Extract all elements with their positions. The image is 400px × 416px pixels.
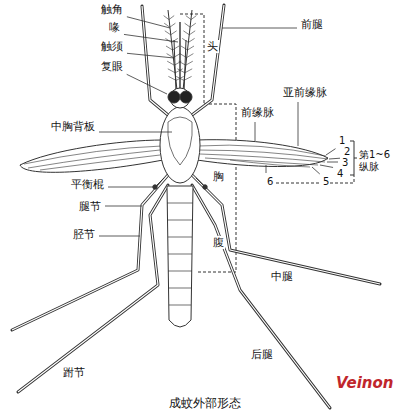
haltere	[156, 178, 164, 186]
wing-vein	[24, 146, 162, 170]
part-label: 喙	[108, 21, 121, 34]
antenna-hair	[168, 76, 183, 80]
callout-number: 6	[266, 176, 274, 188]
leg-inner	[142, 6, 168, 115]
leader-line	[298, 102, 299, 146]
region-label: 头	[206, 40, 219, 53]
antenna-hair	[176, 76, 191, 80]
leg-inner	[192, 175, 380, 284]
antenna-hairs	[164, 16, 197, 81]
leader-line	[255, 122, 256, 141]
antenna-hair	[168, 69, 183, 73]
part-label: 亚前缘脉	[282, 86, 328, 99]
antenna-hair	[164, 16, 175, 20]
part-label: 胫节	[72, 228, 96, 241]
leader-line	[105, 206, 142, 207]
abdomen-segment	[167, 203, 193, 305]
part-label: 平衡棍	[70, 178, 105, 191]
leader-line	[266, 165, 267, 173]
leader-line	[222, 28, 297, 29]
antenna-hair	[177, 69, 192, 73]
leader-line	[327, 162, 338, 163]
leader-line	[320, 165, 333, 167]
haltere-knob	[203, 185, 207, 189]
leader-line	[127, 17, 170, 28]
antenna-hair	[182, 38, 194, 42]
antenna-hair	[180, 54, 194, 58]
leader-line	[127, 53, 174, 58]
part-label: 后腿	[250, 348, 274, 361]
wing-vein	[198, 145, 328, 167]
leg-inner	[192, 5, 224, 115]
vein-group-label: 第1~6 纵脉	[358, 149, 392, 173]
part-label: 中胸背板	[50, 120, 96, 133]
part-label: 触须	[100, 40, 124, 53]
leader-line	[99, 132, 172, 133]
leg-inner	[12, 175, 168, 330]
hind-leg	[18, 185, 168, 392]
wing	[20, 140, 163, 172]
middle-leg	[12, 175, 168, 330]
antenna-hair	[186, 16, 197, 20]
compound-eye	[168, 91, 180, 103]
watermark: Veinon	[335, 375, 395, 392]
wing	[197, 140, 328, 167]
region-label: 腹	[212, 236, 225, 249]
haltere	[196, 178, 204, 186]
leader-line	[326, 149, 336, 155]
leader-line	[127, 74, 167, 94]
antenna-hair	[167, 54, 181, 58]
callout-number: 5	[322, 176, 330, 188]
antenna-hair	[183, 31, 195, 35]
part-label: 腿节	[78, 200, 102, 213]
leader-line	[99, 236, 140, 237]
compound-eye	[180, 91, 192, 103]
mesonotum	[168, 117, 193, 165]
part-label: 触角	[100, 3, 124, 16]
hind-leg	[192, 185, 330, 408]
antenna-hair	[181, 46, 194, 50]
region-label: 胸	[212, 170, 225, 183]
leader-line	[312, 167, 320, 174]
thorax	[160, 107, 200, 183]
callout-number: 4	[336, 168, 344, 180]
front-leg	[192, 5, 224, 115]
figure-caption: 成蚊外部形态	[168, 396, 242, 410]
antenna-hair	[179, 61, 193, 65]
proboscis	[179, 22, 180, 92]
leader-line	[124, 34, 178, 42]
part-label: 复眼	[100, 60, 124, 73]
part-label: 跗节	[62, 366, 86, 379]
part-label: 中腿	[270, 270, 294, 283]
haltere-knob	[153, 185, 157, 189]
leg-inner	[18, 185, 168, 392]
abdomen	[167, 186, 193, 327]
leader-line	[108, 187, 153, 188]
antenna-hair	[165, 31, 177, 35]
antenna-hair	[166, 46, 179, 50]
middle-leg	[192, 175, 380, 284]
part-label: 前腿	[300, 18, 324, 31]
front-leg	[142, 6, 168, 115]
leg-inner	[192, 185, 330, 408]
leader-line	[329, 158, 340, 160]
part-label: 前缘脉	[240, 106, 275, 119]
antenna-hair	[185, 23, 196, 27]
